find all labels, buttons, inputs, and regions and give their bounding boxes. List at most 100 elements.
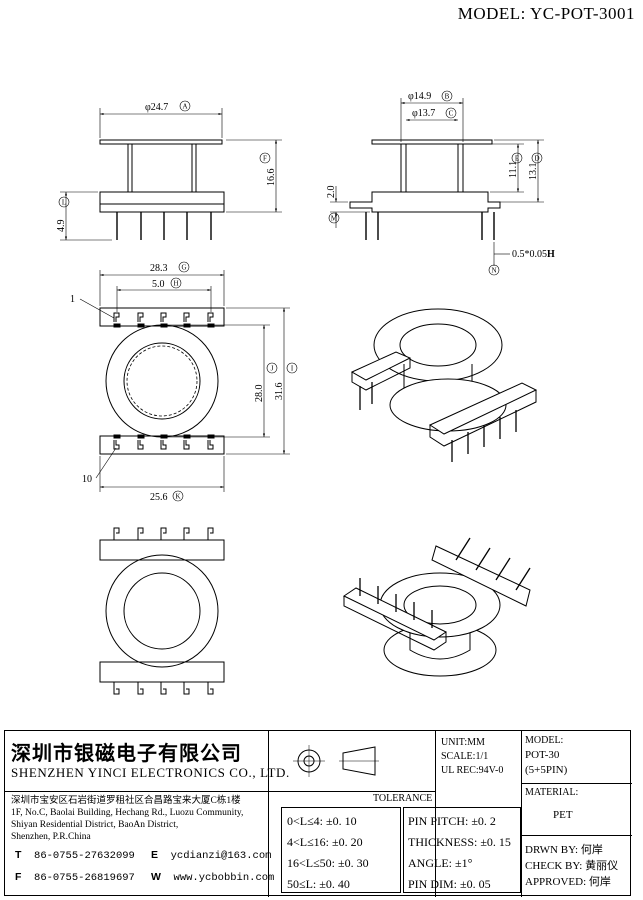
pin-hook: [160, 682, 167, 695]
mark-d: D: [531, 152, 543, 164]
pin-pad: [160, 434, 168, 439]
pin-slot: [160, 440, 167, 450]
pin-pad: [207, 434, 215, 439]
isometric-view-bottom: [342, 537, 531, 677]
address-line-3: Shenzhen, P.R.China: [11, 832, 91, 842]
svg-text:I: I: [291, 365, 294, 373]
pin-pad: [113, 323, 121, 328]
svg-text:K: K: [175, 493, 180, 501]
pin-slot: [183, 440, 190, 450]
svg-text:F: F: [263, 155, 267, 163]
pin-hook: [137, 527, 144, 540]
mark-a: A: [179, 100, 191, 112]
address-cn: 深圳市宝安区石岩街道罗租社区合昌路宝来大厦C栋1楼: [11, 796, 241, 806]
side-elevation-view: [330, 98, 544, 266]
dim-base-length: 31.6: [274, 383, 285, 401]
ul-rec-label: UL REC:94V-0: [441, 765, 504, 776]
material-value: PET: [553, 809, 573, 821]
mark-f: F: [259, 152, 271, 164]
address-line-1: 1F, No.C, Baolai Building, Hechang Rd., …: [11, 808, 244, 818]
pin-pad: [137, 323, 145, 328]
pin-tolerance-table: PIN PITCH: ±0. 2 THICKNESS: ±0. 15 ANGLE…: [408, 811, 511, 895]
pin-1-label: 1: [70, 294, 75, 305]
tolerance-table: 0<L≤4: ±0. 10 4<L≤16: ±0. 20 16<L≤50: ±0…: [287, 811, 369, 895]
pin-hook: [113, 527, 120, 540]
pin-pad: [160, 323, 168, 328]
dim-base-thickness: 2.0: [326, 186, 337, 199]
dim-core-outer-diameter: φ14.9: [408, 91, 431, 102]
mark-i: I: [286, 362, 298, 374]
pin-tol-row: ANGLE: ±1°: [408, 856, 473, 870]
model-name: POT-30: [525, 749, 560, 761]
pin-tol-row: PIN PITCH: ±0. 2: [408, 814, 496, 828]
pin-slot: [137, 440, 144, 450]
svg-text:H: H: [173, 280, 178, 288]
pin-pad: [113, 434, 121, 439]
technical-drawing: φ24.7 φ14.9 φ13.7 28.3 5.0 25.6 1 10 0.5…: [56, 90, 555, 695]
pin-slot: [160, 312, 167, 322]
dim-base-width: 28.3: [150, 263, 168, 274]
svg-text:E: E: [515, 155, 519, 163]
mark-m: M: [328, 212, 340, 224]
pin-pad: [183, 434, 191, 439]
svg-text:D: D: [534, 155, 539, 163]
company-name-en: SHENZHEN YINCI ELECTRONICS CO., LTD.: [11, 765, 290, 780]
material-label: MATERIAL:: [525, 787, 579, 798]
mark-h: H: [170, 277, 182, 289]
contact-website[interactable]: W www.ycbobbin.com: [151, 871, 275, 884]
dim-overall-height: 16.6: [266, 169, 277, 187]
svg-text:B: B: [445, 93, 450, 101]
mark-k: K: [172, 490, 184, 502]
pin-hook: [207, 527, 214, 540]
model-number-header: MODEL: YC-POT-3001: [457, 4, 635, 23]
mark-g: G: [178, 261, 190, 273]
pin-slot: [137, 312, 144, 322]
pin-slot: [207, 440, 214, 450]
mark-l: L: [58, 196, 70, 208]
pin-hook: [160, 527, 167, 540]
dim-flange-height: 13.1: [528, 163, 539, 181]
tol-row: 0<L≤4: ±0. 10: [287, 814, 357, 828]
dim-pin-length: 4.9: [56, 220, 67, 233]
pin-hook: [183, 682, 190, 695]
svg-text:M: M: [331, 215, 338, 223]
tol-row: 50≤L: ±0. 40: [287, 877, 350, 891]
pin-pad: [183, 323, 191, 328]
top-view: [79, 270, 290, 492]
svg-text:A: A: [182, 103, 187, 111]
contact-email[interactable]: E ycdianzi@163.com: [151, 849, 272, 862]
company-address: 深圳市宝安区石岩街道罗租社区合昌路宝来大厦C栋1楼 1F, No.C, Baol…: [11, 795, 243, 843]
tol-row: 4<L≤16: ±0. 20: [287, 835, 363, 849]
pin-tol-row: PIN DIM: ±0. 05: [408, 877, 491, 891]
dim-pin-span: 5.0: [152, 279, 165, 290]
pin-hook: [207, 682, 214, 695]
company-name-cn: 深圳市银磁电子有限公司: [11, 741, 242, 765]
approved-by: APPROVED: 何岸: [525, 876, 611, 888]
mark-j: J: [266, 362, 278, 374]
pin-slot: [207, 312, 214, 322]
pin-tol-row: THICKNESS: ±0. 15: [408, 835, 511, 849]
mark-c: C: [445, 107, 457, 119]
pin-slot: [183, 312, 190, 322]
unit-label: UNIT:MM: [441, 737, 485, 748]
isometric-view-top: [350, 308, 538, 462]
dim-core-inner-diameter: φ13.7: [412, 108, 435, 119]
drawn-by: DRWN BY: 何岸: [525, 844, 603, 856]
title-block: 深圳市银磁电子有限公司 SHENZHEN YINCI ELECTRONICS C…: [4, 730, 632, 897]
pin-hook: [113, 682, 120, 695]
model-pins: (5+5PIN): [525, 764, 568, 776]
contact-phone: T 86-0755-27632099: [15, 849, 135, 862]
svg-text:L: L: [62, 199, 66, 207]
tolerance-label: TOLERANCE: [373, 793, 433, 804]
pin-pad: [207, 323, 215, 328]
mark-e: E: [511, 152, 523, 164]
pin-hook: [137, 682, 144, 695]
scale-label: SCALE:1/1: [441, 751, 489, 762]
dim-winding-height: 11.1: [508, 161, 519, 178]
bottom-view: [99, 539, 225, 683]
dim-pin-row-width: 25.6: [150, 492, 168, 503]
pin-pad: [137, 434, 145, 439]
pin-slot: [113, 312, 120, 322]
projection-symbol-icon: [293, 745, 379, 777]
tol-row: 16<L≤50: ±0. 30: [287, 856, 369, 870]
